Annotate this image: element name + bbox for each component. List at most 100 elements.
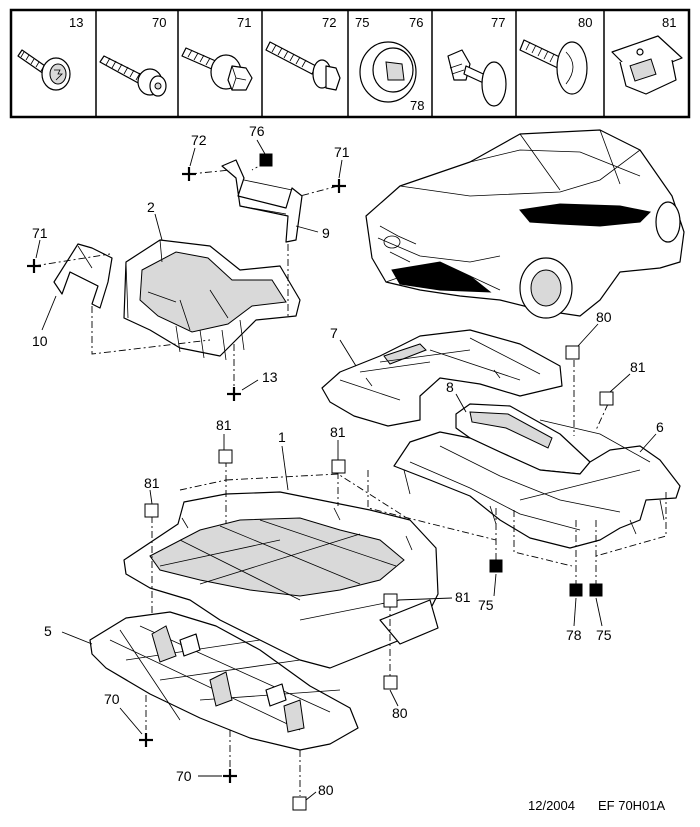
square-marker-80 (292, 796, 307, 811)
guide-line (189, 169, 231, 175)
callout-6: 6 (656, 419, 664, 435)
callout-70-lower: 70 (176, 768, 192, 784)
legend-label-76: 76 (409, 15, 423, 30)
legend-label-75: 75 (355, 15, 369, 30)
callout-76: 76 (249, 123, 265, 139)
legend-label-70: 70 (152, 15, 166, 30)
square-marker-78 (569, 583, 583, 597)
callout-2: 2 (147, 199, 155, 215)
screw-70-icon (99, 55, 167, 97)
plus-marker-71-left (27, 259, 41, 273)
legend-label-80: 80 (578, 15, 592, 30)
plus-marker-70 (139, 733, 153, 747)
square-marker-81 (144, 503, 159, 518)
leader-line (281, 445, 289, 491)
footer-date: 12/2004 (528, 798, 575, 813)
square-marker-81 (331, 459, 346, 474)
leader-line (573, 597, 577, 627)
legend-label-77: 77 (491, 15, 505, 30)
legend-label-81: 81 (662, 15, 676, 30)
guide-line (299, 185, 339, 197)
leader-line (305, 791, 317, 801)
part-9-bracket (221, 159, 303, 243)
part-7-panel (321, 329, 563, 427)
callout-78: 78 (566, 627, 582, 643)
fastener-legend: 13 70 71 72 75 76 78 77 80 81 (9, 8, 691, 119)
callout-70-upper: 70 (104, 691, 120, 707)
clip-80-icon (519, 39, 588, 95)
callout-75-right: 75 (596, 627, 612, 643)
callout-75-left: 75 (478, 597, 494, 613)
plus-marker-70 (223, 769, 237, 783)
leader-line (119, 707, 143, 735)
square-marker-80 (383, 675, 398, 690)
leader-line (493, 573, 497, 597)
square-marker-75 (489, 559, 503, 573)
guide-line (513, 510, 573, 567)
callout-71-left: 71 (32, 225, 48, 241)
square-marker-80 (565, 345, 580, 360)
leader-line (189, 147, 196, 167)
plus-marker-71-right (332, 179, 346, 193)
callout-80-center: 80 (392, 705, 408, 721)
part-1-undertray (123, 491, 439, 669)
square-marker-81 (383, 593, 398, 608)
guide-line (179, 473, 411, 521)
car-illustration (365, 129, 685, 319)
nut-clip-81-icon (611, 35, 683, 95)
leader-line (154, 213, 163, 241)
callout-80-bottom: 80 (318, 782, 334, 798)
part-8-panel (455, 403, 591, 475)
rivet-77-icon (447, 49, 507, 107)
legend-label-13: 13 (69, 15, 83, 30)
leader-line (397, 597, 453, 601)
screw-13-icon (17, 49, 71, 91)
part-5-front-shield (89, 611, 359, 751)
leader-line (35, 239, 41, 259)
square-marker-75 (589, 583, 603, 597)
legend-label-78: 78 (410, 98, 424, 113)
bolt-71-icon (181, 47, 253, 91)
leader-line (41, 295, 57, 331)
bolt-72-icon (265, 41, 341, 91)
plus-marker-72 (182, 167, 196, 181)
callout-81-lower: 81 (455, 589, 471, 605)
callout-72: 72 (191, 132, 207, 148)
callout-80-top: 80 (596, 309, 612, 325)
leader-line (389, 689, 399, 707)
guide-line (367, 470, 497, 541)
leader-line (577, 323, 599, 347)
square-marker-81 (218, 449, 233, 464)
leader-line (295, 225, 319, 233)
callout-81-right: 81 (630, 359, 646, 375)
leader-line (61, 631, 93, 645)
callout-1: 1 (278, 429, 286, 445)
square-marker-81 (599, 391, 614, 406)
callout-81-left: 81 (144, 475, 160, 491)
callout-81-center: 81 (330, 424, 346, 440)
guide-line (595, 492, 667, 557)
plus-marker-13 (227, 387, 241, 401)
legend-label-72: 72 (322, 15, 336, 30)
callout-10: 10 (32, 333, 48, 349)
leader-line (338, 159, 343, 179)
square-marker-76 (259, 153, 273, 167)
callout-5: 5 (44, 623, 52, 639)
callout-71-right: 71 (334, 144, 350, 160)
legend-label-71: 71 (237, 15, 251, 30)
leader-line (149, 489, 153, 505)
callout-7: 7 (330, 325, 338, 341)
guide-line (91, 306, 211, 355)
leader-line (241, 379, 259, 391)
leader-line (339, 339, 357, 367)
leader-line (609, 373, 631, 393)
leader-line (455, 393, 467, 413)
part-6-panel (393, 419, 681, 549)
leader-line (256, 139, 266, 155)
guide-line (33, 253, 111, 267)
leader-line (595, 597, 603, 627)
leader-line (639, 433, 657, 453)
callout-81-center-left: 81 (216, 417, 232, 433)
part-2-tray (123, 239, 301, 361)
